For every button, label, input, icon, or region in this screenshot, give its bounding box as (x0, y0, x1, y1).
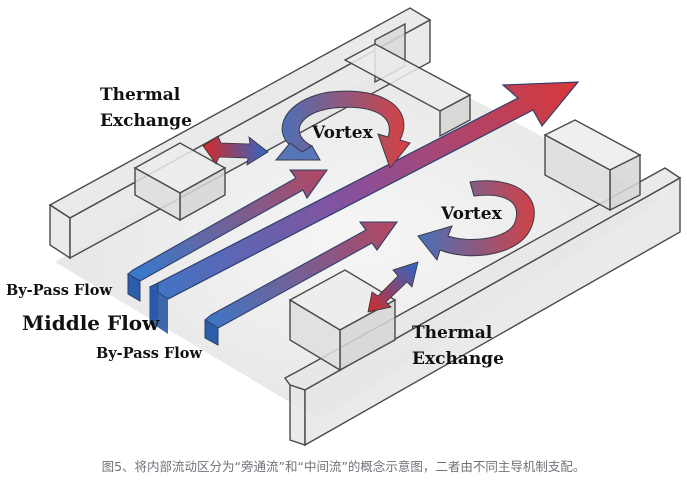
thermal-exchange-label-bottom-line2: Exchange (412, 349, 504, 369)
vortex-arrow-bottom (417, 180, 535, 262)
vortex-label-top: Vortex (311, 123, 374, 143)
middle-flow-label: Middle Flow (22, 311, 160, 335)
thermal-exchange-label-bottom-line1: Thermal (412, 323, 493, 343)
vortex-label-bottom: Vortex (440, 204, 503, 224)
figure-caption: 图5、将内部流动区分为“旁通流”和“中间流”的概念示意图，二者由不同主导机制支配… (101, 459, 586, 474)
vortex-arrow-top (274, 90, 411, 170)
middle-flow-arrow (148, 81, 580, 334)
thermal-exchange-label-top-line1: Thermal (100, 85, 181, 105)
thermal-exchange-label-top-line2: Exchange (100, 111, 192, 131)
bypass-flow-arrow-bottom (204, 221, 399, 346)
flow-diagram: Thermal Exchange Vortex Vortex By-Pass F… (6, 7, 682, 447)
bypass-flow-arrow-top (127, 169, 329, 302)
front-wall (283, 119, 682, 447)
thermal-exchange-arrow-bottom (367, 261, 419, 313)
thermal-exchange-arrow-top (202, 135, 269, 166)
bypass-flow-label-top: By-Pass Flow (6, 282, 112, 299)
bypass-flow-label-bottom: By-Pass Flow (96, 345, 202, 362)
